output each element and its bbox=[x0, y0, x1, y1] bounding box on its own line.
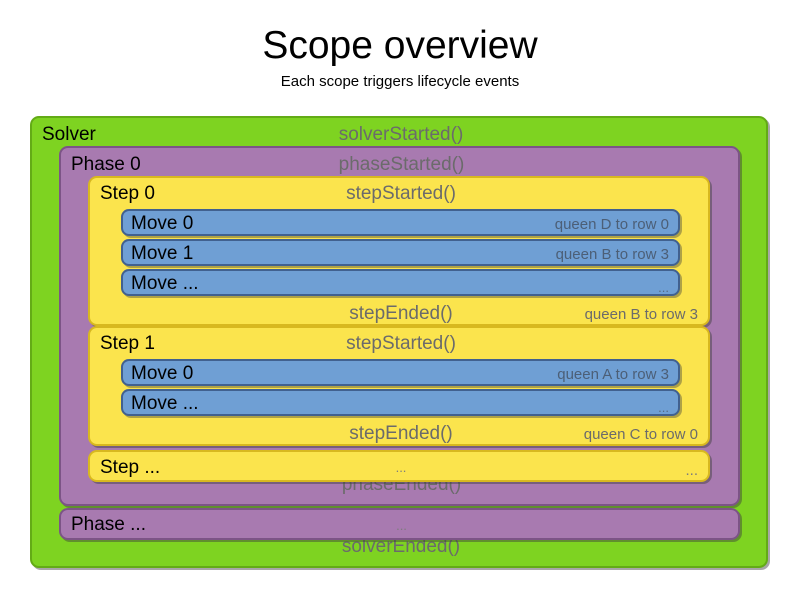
move-detail: queen B to row 3 bbox=[555, 246, 669, 263]
step-0-result: queen B to row 3 bbox=[584, 306, 698, 323]
step-1-scope-box[interactable]: Step 1 stepStarted() stepEnded() queen C… bbox=[88, 326, 710, 446]
move-scope-box[interactable]: Move 0 queen A to row 3 bbox=[121, 359, 680, 386]
move-detail: ... bbox=[658, 400, 669, 415]
solver-ended-event: solverEnded() bbox=[341, 536, 461, 557]
page-subtitle: Each scope triggers lifecycle events bbox=[280, 72, 520, 90]
move-detail: ... bbox=[658, 280, 669, 295]
step-0-started-event: stepStarted() bbox=[346, 183, 456, 204]
solver-label: Solver bbox=[42, 124, 96, 145]
step-more-started-event: ... bbox=[395, 460, 407, 475]
step-more-scope-box[interactable]: Step ... ... ... bbox=[88, 450, 710, 482]
move-label: Move 0 bbox=[131, 213, 194, 234]
move-label: Move 0 bbox=[131, 363, 194, 384]
step-1-started-event: stepStarted() bbox=[346, 333, 456, 354]
step-1-result: queen C to row 0 bbox=[583, 426, 698, 443]
move-detail: queen D to row 0 bbox=[554, 216, 669, 233]
move-detail: queen A to row 3 bbox=[557, 366, 669, 383]
move-scope-box[interactable]: Move ... ... bbox=[121, 389, 680, 416]
page-header: Scope overview Each scope triggers lifec… bbox=[0, 0, 800, 90]
move-scope-box[interactable]: Move ... ... bbox=[121, 269, 680, 296]
step-more-result: ... bbox=[685, 462, 698, 479]
step-1-label: Step 1 bbox=[100, 333, 155, 354]
phase-more-scope-box[interactable]: Phase ... ... bbox=[59, 508, 740, 540]
move-label: Move ... bbox=[131, 393, 199, 414]
phase-more-label: Phase ... bbox=[71, 514, 146, 535]
step-0-ended-event: stepEnded() bbox=[349, 303, 453, 324]
move-scope-box[interactable]: Move 0 queen D to row 0 bbox=[121, 209, 680, 236]
move-label: Move 1 bbox=[131, 243, 194, 264]
page-title: Scope overview bbox=[262, 24, 538, 67]
phase-0-started-event: phaseStarted() bbox=[338, 154, 465, 175]
phase-0-label: Phase 0 bbox=[71, 154, 141, 175]
phase-more-started-event: ... bbox=[396, 518, 407, 533]
step-more-label: Step ... bbox=[100, 457, 161, 478]
solver-started-event: solverStarted() bbox=[338, 124, 464, 145]
move-label: Move ... bbox=[131, 273, 199, 294]
move-scope-box[interactable]: Move 1 queen B to row 3 bbox=[121, 239, 680, 266]
step-1-ended-event: stepEnded() bbox=[349, 423, 453, 444]
step-0-label: Step 0 bbox=[100, 183, 155, 204]
